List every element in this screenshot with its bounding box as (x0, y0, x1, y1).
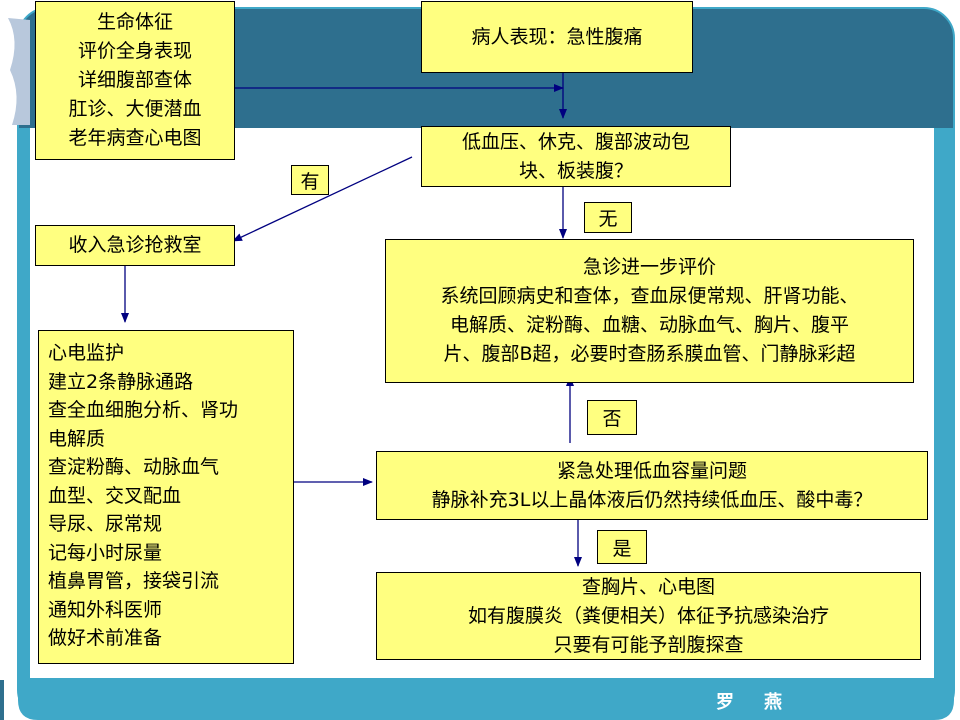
further-eval-line: 急诊进一步评价 (582, 256, 716, 278)
assessment-box: 生命体征 评价全身表现 详细腹部查体 肛诊、大便潜血 老年病查心电图 (35, 1, 235, 160)
surgery-prep-line: 如有腹膜炎（粪便相关）体征予抗感染治疗 (467, 604, 829, 627)
emergency-room-box: 收入急诊抢救室 (35, 225, 235, 266)
rescue-measure-item: 通知外科医师 (48, 598, 163, 621)
surgery-prep-line: 只要有可能予剖腹探查 (553, 633, 744, 656)
symptom-box: 病人表现：急性腹痛 (421, 1, 693, 73)
rescue-measures-box: 心电监护 建立2条静脉通路 查全血细胞分析、肾功 电解质 查淀粉酶、动脉血气 血… (38, 330, 294, 664)
rescue-measure-item: 血型、交叉配血 (48, 484, 182, 507)
label-no-shock-text: 无 (598, 208, 618, 230)
surgery-prep-line: 查胸片、心电图 (581, 575, 715, 598)
emergency-room-line: 收入急诊抢救室 (68, 234, 202, 256)
further-eval-line: 系统回顾病史和查体，查血尿便常规、肝肾功能、 (440, 285, 859, 307)
shock-check-box: 低血压、休克、腹部波动包 块、板装腹？ (421, 126, 731, 187)
rescue-measure-item: 建立2条静脉通路 (48, 370, 194, 393)
surgery-prep-box: 查胸片、心电图 如有腹膜炎（粪便相关）体征予抗感染治疗 只要有可能予剖腹探查 (376, 572, 921, 660)
assessment-line: 肛诊、大便潜血 (68, 98, 202, 120)
shock-check-line: 块、板装腹？ (518, 159, 633, 182)
label-yes-shock: 有 (291, 165, 329, 195)
rescue-measure-item: 记每小时尿量 (48, 541, 163, 564)
assessment-line: 评价全身表现 (77, 40, 192, 62)
rescue-measure-item: 心电监护 (48, 342, 125, 364)
rescue-measure-item: 查淀粉酶、动脉血气 (48, 456, 220, 478)
label-yes-persist-text: 是 (612, 537, 632, 560)
label-yes-persist: 是 (597, 530, 647, 564)
further-eval-line: 电解质、淀粉酶、血糖、动脉血气、胸片、腹平 (449, 314, 849, 336)
label-no-persist-text: 否 (602, 408, 622, 430)
rescue-measure-item: 做好术前准备 (48, 627, 163, 649)
label-no-persist: 否 (587, 400, 637, 435)
label-no-shock: 无 (584, 202, 632, 233)
hypovolemia-box: 紧急处理低血容量问题 静脉补充3L以上晶体液后仍然持续低血压、酸中毒？ (376, 451, 928, 520)
assessment-line: 详细腹部查体 (77, 69, 192, 91)
assessment-line: 老年病查心电图 (68, 127, 202, 149)
shock-check-line: 低血压、休克、腹部波动包 (461, 130, 690, 153)
further-eval-box: 急诊进一步评价 系统回顾病史和查体，查血尿便常规、肝肾功能、 电解质、淀粉酶、血… (385, 239, 914, 383)
rescue-measure-item: 电解质 (48, 427, 106, 450)
author-credit: 罗燕 (716, 692, 812, 713)
hypovolemia-line: 紧急处理低血容量问题 (556, 459, 747, 482)
further-eval-line: 片、腹部B超，必要时查肠系膜血管、门静脉彩超 (443, 343, 856, 365)
symptom-line: 病人表现：急性腹痛 (471, 25, 643, 48)
rescue-measure-item: 导尿、尿常规 (48, 513, 163, 535)
rescue-measure-item: 植鼻胃管，接袋引流 (48, 570, 220, 592)
rescue-measure-item: 查全血细胞分析、肾功 (48, 399, 239, 421)
hypovolemia-line: 静脉补充3L以上晶体液后仍然持续低血压、酸中毒？ (431, 488, 873, 511)
label-yes-shock-text: 有 (300, 170, 320, 193)
assessment-line: 生命体征 (96, 11, 173, 33)
